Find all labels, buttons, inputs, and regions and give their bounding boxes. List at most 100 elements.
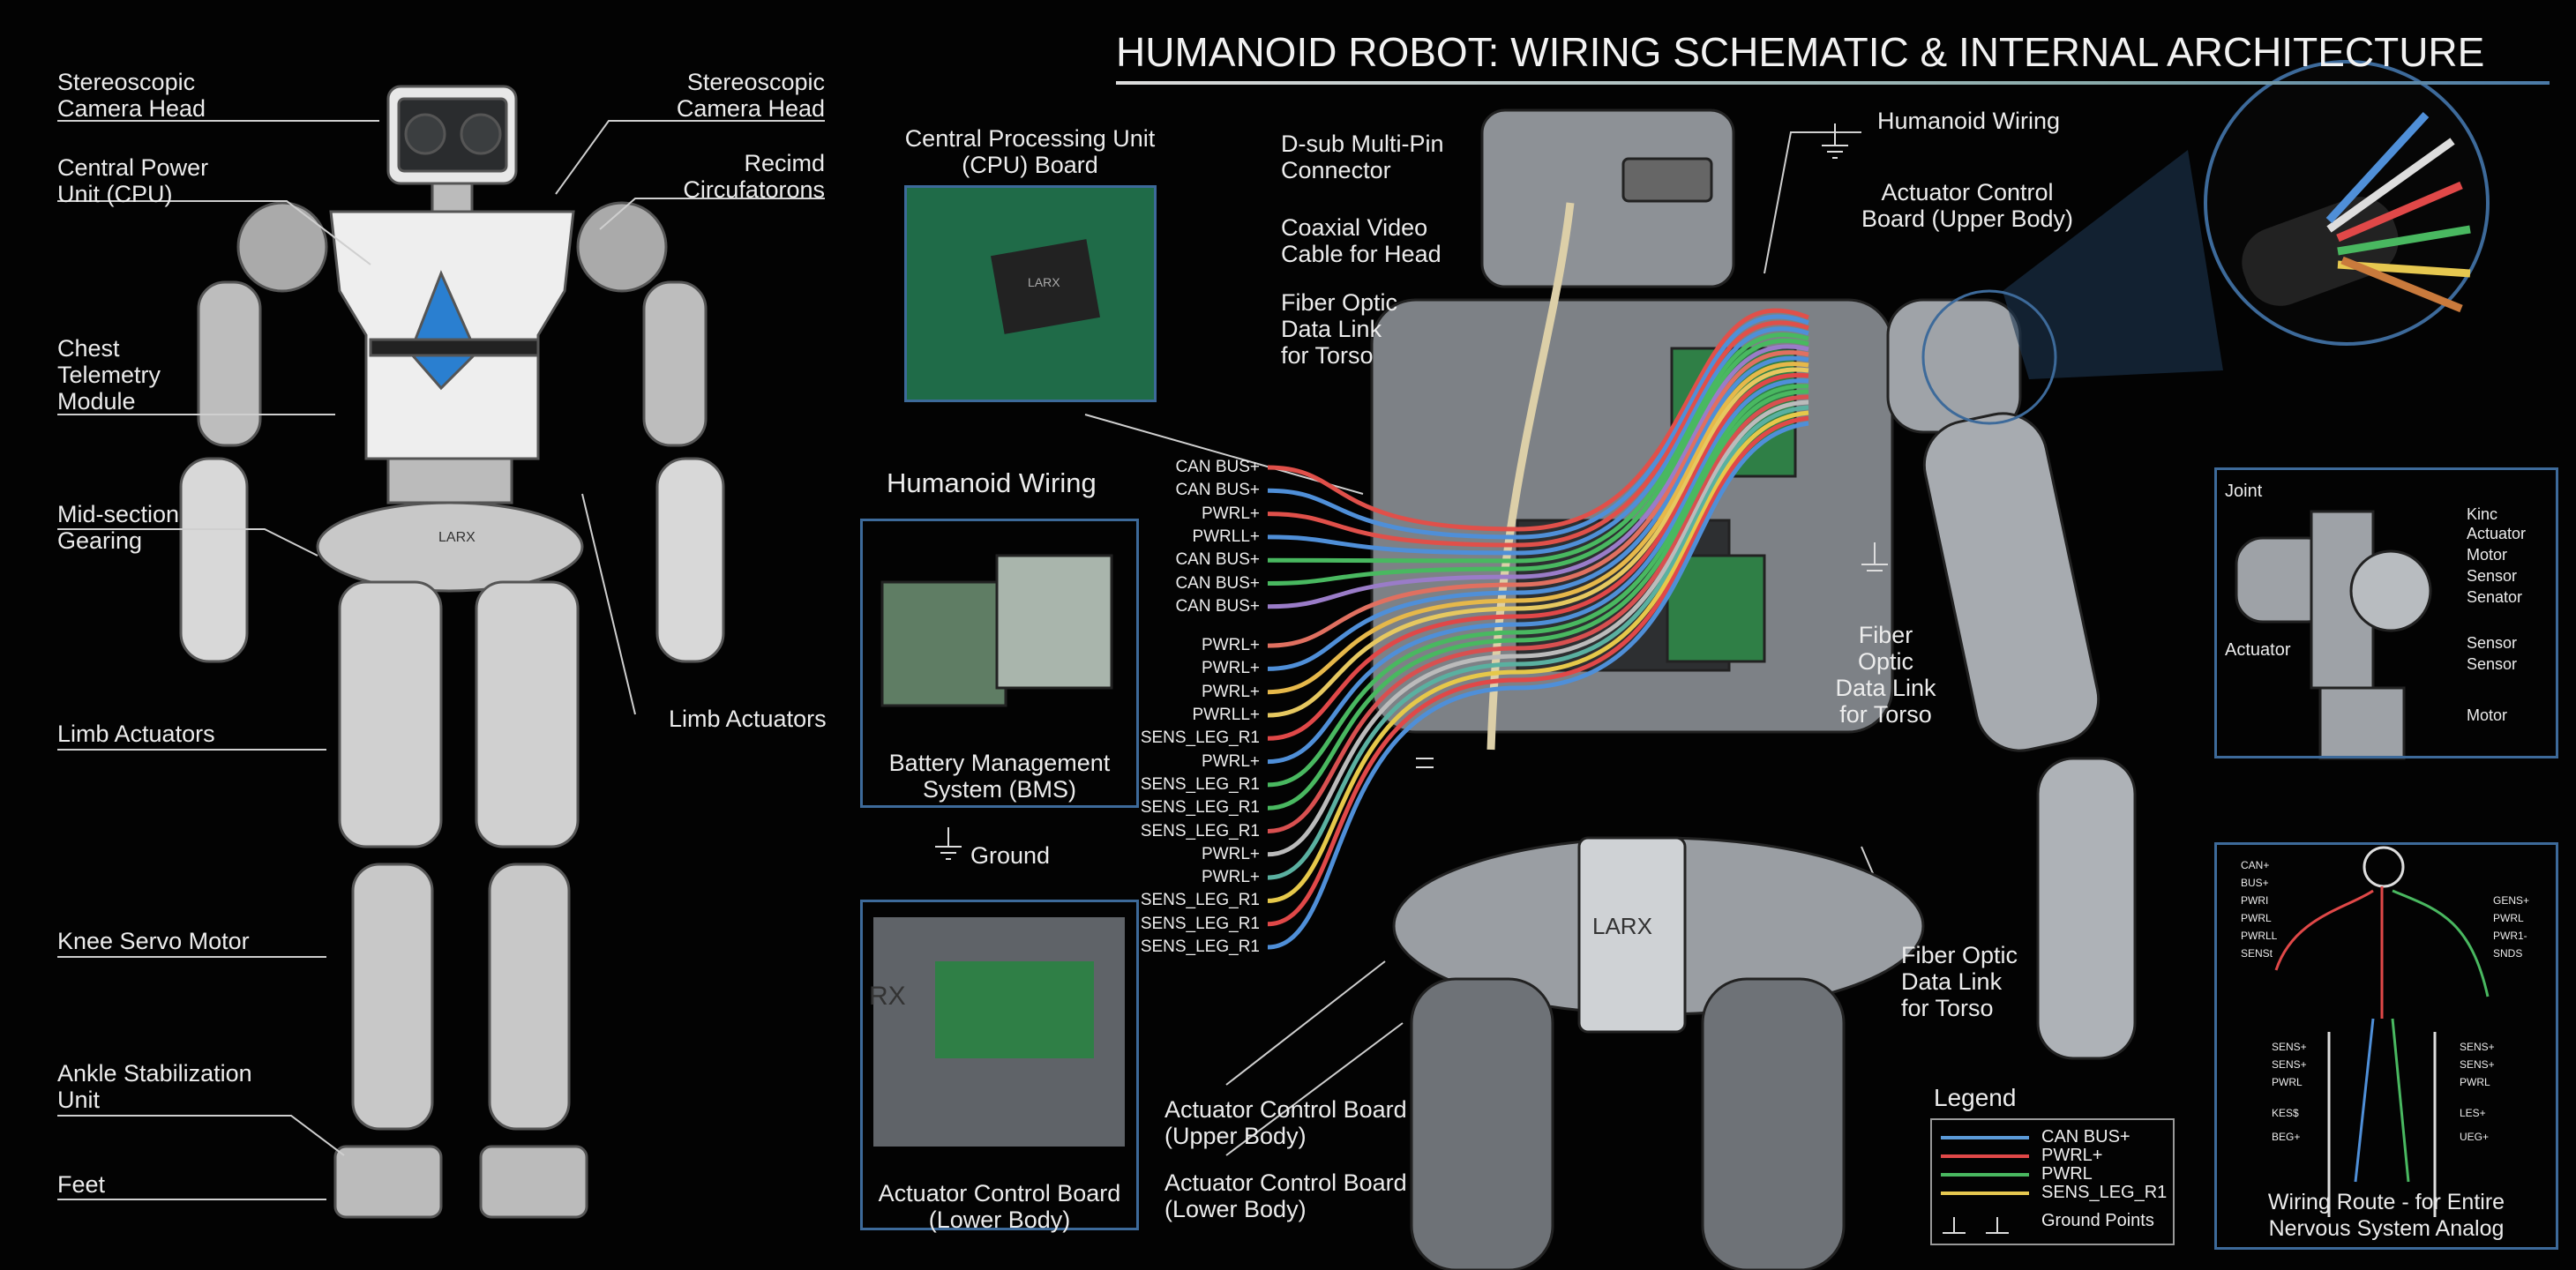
page-title: HUMANOID ROBOT: WIRING SCHEMATIC & INTER… [1116,29,2485,75]
wire-bundle [1267,308,1809,950]
wire-label: SENS_LEG_R1 [1140,821,1260,840]
label-ankle-stabilization: Ankle Stabilization Unit [57,1060,252,1113]
route-label-right: PWRL [2460,1076,2490,1088]
label-limb-actuators-right: Limb Actuators [669,706,827,732]
cpu-board-image [907,188,1154,400]
route-label-right: GENS+ [2493,894,2530,907]
route-label-left: SENS+ [2272,1058,2307,1071]
lower-board-image [873,917,1125,1147]
bms-inset [860,519,1139,808]
route-label-left: SENS+ [2272,1041,2307,1053]
legend-item-label: SENS_LEG_R1 [2041,1183,2168,1202]
wire-label: PWRL+ [1202,682,1260,701]
humanoid-wiring-heading: Humanoid Wiring [887,467,1097,498]
wire-label: CAN BUS+ [1175,573,1260,593]
label-camera-head-right: Stereoscopic Camera Head [676,69,825,122]
wire-label: PWRLL+ [1192,527,1260,546]
wire [1267,344,1809,609]
wire [1267,378,1809,765]
cpu-chip-text: LARX [1028,275,1060,289]
wire [1267,355,1809,671]
wire [1267,400,1809,857]
wire [1267,350,1809,648]
label-circufatorons: Recimd Circufatorons [683,150,825,203]
wire-label: PWRLL+ [1192,706,1260,724]
label-limb-actuators-left: Limb Actuators [57,721,215,747]
wire [1267,367,1809,718]
label-actuator-upper-2: Actuator Control Board (Upper Body) [1164,1096,1407,1149]
wire-label: PWRL+ [1202,504,1260,523]
wire-label: SENS_LEG_R1 [1140,774,1260,794]
joint-inset [2214,467,2558,758]
label-fiber-optic-3: Fiber Optic Data Link for Torso [1901,942,2018,1021]
wire [1267,410,1809,903]
route-label-right: SENS+ [2460,1058,2495,1071]
wire [1267,332,1809,564]
label-chest-telemetry: Chest Telemetry Module [57,335,161,415]
label-dsub-connector: D-sub Multi-Pin Connector [1281,131,1444,183]
lower-inset-caption: Actuator Control Board (Lower Body) [878,1180,1121,1233]
wire [1267,421,1809,950]
wire [1267,338,1809,586]
chest-brand: LARX [438,530,476,545]
wire-label: CAN BUS+ [1175,596,1260,616]
route-label-right: PWRL [2493,912,2524,924]
route-caption: Wiring Route - for Entire Nervous System… [2267,1190,2505,1241]
route-label-left: PWRI [2241,894,2269,907]
wiring-route-inset [2214,842,2558,1250]
label-feet: Feet [57,1171,106,1198]
route-label-left: BUS+ [2241,877,2269,889]
battery-image [880,554,1113,707]
wire-label: SENS_LEG_R1 [1140,891,1260,910]
legend-ground-label: Ground Points [2041,1211,2154,1230]
joint-part-label: Motor [2467,546,2508,564]
wire [1267,415,1809,927]
wire [1267,320,1809,548]
joint-part-label: Sensor [2467,634,2518,652]
joint-part-label: Sensor [2467,567,2518,585]
robot-photo [179,85,725,1219]
label-fiber-optic-1: Fiber Optic Data Link for Torso [1281,289,1398,369]
legend-item-label: CAN BUS+ [2041,1127,2130,1147]
route-label-left: PWRL [2241,912,2272,924]
label-actuator-lower: Actuator Control Board (Lower Body) [1164,1169,1407,1222]
route-label-left: SENSt [2241,947,2273,960]
joint-image [2235,510,2432,760]
joint-part-label: Sensor [2467,655,2518,673]
route-label-left: PWRL [2272,1076,2303,1088]
route-label-right: SENS+ [2460,1041,2495,1053]
lower-inset-brand: RX [869,982,906,1011]
route-label-right: UEG+ [2460,1131,2490,1143]
wire-label: PWRL+ [1202,751,1260,771]
actuator-label: Actuator [2225,640,2291,660]
wire [1267,308,1809,532]
leader-lines [57,120,1889,1200]
route-label-right: PWR1- [2493,930,2527,942]
label-actuator-upper-1: Actuator Control Board (Upper Body) [1861,179,2074,232]
wire [1267,405,1809,880]
wire-label: CAN BUS+ [1175,458,1260,476]
wire [1267,372,1809,741]
cable-detail-magnifier [1921,60,2490,425]
cpu-board-inset [904,185,1157,402]
nervous-system-figure [2274,846,2490,1217]
wire-label: PWRL+ [1202,636,1260,655]
wire [1267,384,1809,788]
route-label-left: PWRLL [2241,930,2278,942]
route-label-left: CAN+ [2241,859,2270,871]
wire [1267,326,1809,556]
label-fiber-optic-2: Fiber Optic Data Link for Torso [1835,622,1936,728]
ground-symbols [935,123,2009,1234]
legend-box [1930,1118,2175,1245]
wire [1267,314,1809,540]
legend-title: Legend [1934,1084,2017,1111]
wire-label: SENS_LEG_R1 [1140,798,1260,818]
label-mid-section-gearing: Mid-section Gearing [57,501,180,554]
wire [1267,394,1809,833]
lower-body-inset [860,900,1139,1230]
wire-label: PWRL+ [1202,844,1260,863]
label-knee-servo: Knee Servo Motor [57,928,250,954]
bms-caption: Battery Management System (BMS) [888,750,1111,803]
label-camera-head: Stereoscopic Camera Head [57,69,206,122]
